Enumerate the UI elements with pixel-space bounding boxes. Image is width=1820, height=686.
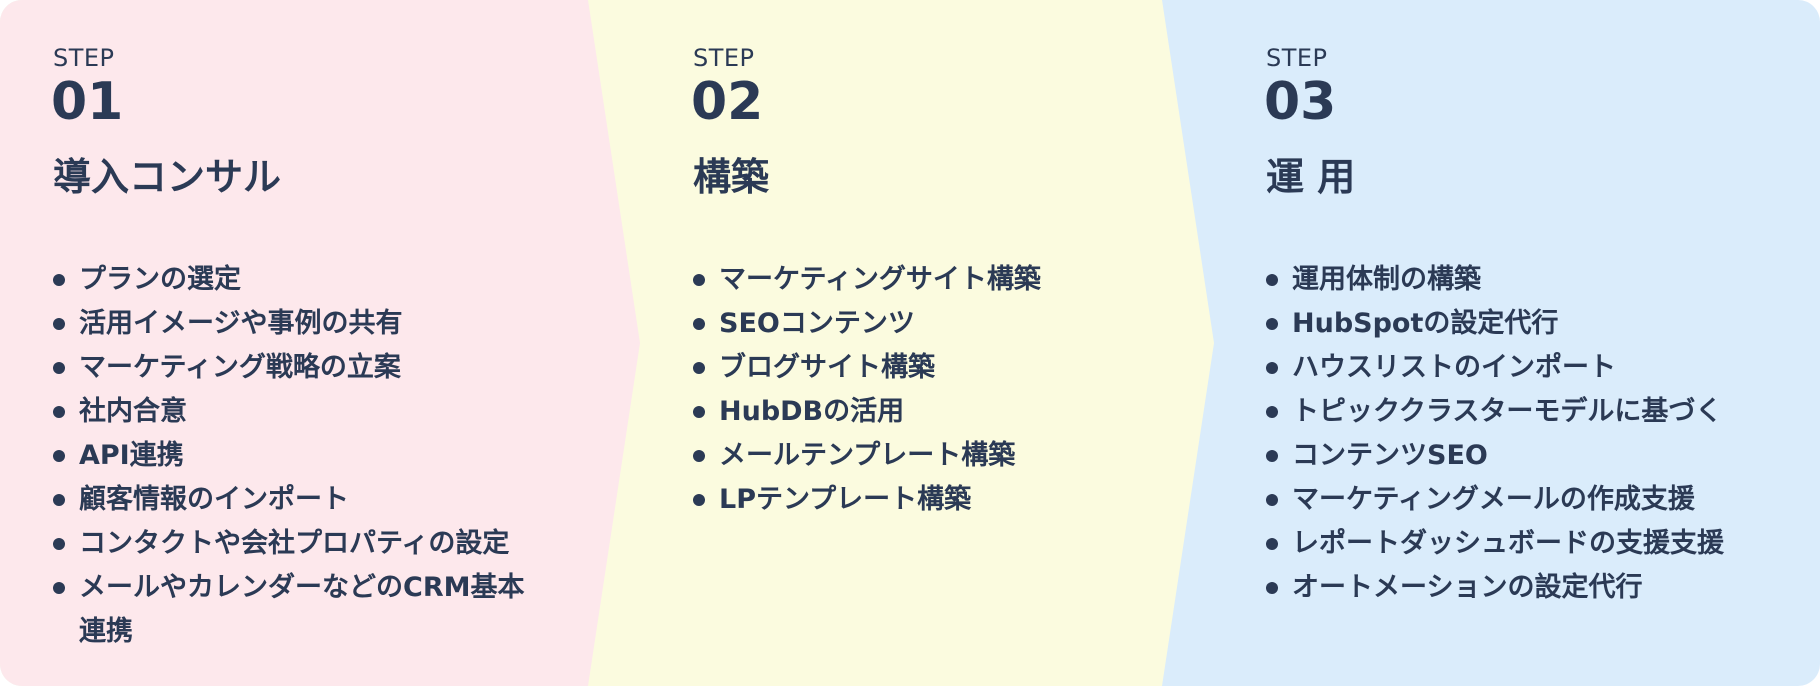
list-item: コンタクトや会社プロパティの設定 <box>53 522 549 566</box>
step-3-item-list: 運用体制の構築 HubSpotの設定代行 ハウスリストのインポート トピッククラ… <box>1266 258 1724 610</box>
list-item-text: マーケティング戦略の立案 <box>79 352 401 383</box>
list-item-text: オートメーションの設定代行 <box>1292 572 1643 603</box>
list-item-text: 運用体制の構築 <box>1292 264 1481 295</box>
bullet-icon <box>1266 406 1278 418</box>
list-item: HubDBの活用 <box>693 390 1041 434</box>
bullet-icon <box>53 318 65 330</box>
list-item-text: HubDBの活用 <box>719 396 905 427</box>
list-item-text: トピッククラスターモデルに基づく <box>1292 396 1723 427</box>
bullet-icon <box>1266 538 1278 550</box>
list-item: HubSpotの設定代行 <box>1266 302 1724 346</box>
list-item: レポートダッシュボードの支援支援 <box>1266 522 1724 566</box>
step-2-title: 構築 <box>693 155 770 199</box>
list-item-text: SEOコンテンツ <box>719 308 915 339</box>
step-2-number: 02 <box>691 72 764 132</box>
list-item-text: ハウスリストのインポート <box>1292 352 1616 383</box>
step-2-label: STEP <box>693 44 755 72</box>
list-item-text: メールテンプレート構築 <box>719 440 1016 471</box>
step-1-label: STEP <box>53 44 115 72</box>
bullet-icon <box>693 450 705 462</box>
bullet-icon <box>1266 274 1278 286</box>
list-item-text: マーケティングサイト構築 <box>719 264 1041 295</box>
list-item: マーケティングサイト構築 <box>693 258 1041 302</box>
list-item-text: ブログサイト構築 <box>719 352 935 383</box>
bullet-icon <box>53 582 65 594</box>
step-3-label: STEP <box>1266 44 1328 72</box>
list-item: 活用イメージや事例の共有 <box>53 302 549 346</box>
list-item-text: メールやカレンダーなどのCRM基本連携 <box>79 572 525 647</box>
bullet-icon <box>1266 450 1278 462</box>
list-item-text: マーケティングメールの作成支援 <box>1292 484 1695 515</box>
list-item-text: プランの選定 <box>79 264 241 295</box>
list-item: 運用体制の構築 <box>1266 258 1724 302</box>
list-item: メールやカレンダーなどのCRM基本連携 <box>53 566 549 654</box>
list-item: ハウスリストのインポート <box>1266 346 1724 390</box>
list-item-text: コンテンツSEO <box>1292 440 1488 471</box>
list-item: マーケティングメールの作成支援 <box>1266 478 1724 522</box>
step-1-item-list: プランの選定 活用イメージや事例の共有 マーケティング戦略の立案 社内合意 AP… <box>53 258 549 654</box>
list-item: SEOコンテンツ <box>693 302 1041 346</box>
list-item: オートメーションの設定代行 <box>1266 566 1724 610</box>
list-item: トピッククラスターモデルに基づく <box>1266 390 1724 434</box>
bullet-icon <box>53 274 65 286</box>
step-3-number: 03 <box>1264 72 1337 132</box>
bullet-icon <box>693 362 705 374</box>
bullet-icon <box>1266 582 1278 594</box>
bullet-icon <box>53 406 65 418</box>
list-item: マーケティング戦略の立案 <box>53 346 549 390</box>
list-item: API連携 <box>53 434 549 478</box>
list-item-text: 活用イメージや事例の共有 <box>79 308 403 339</box>
step-1-arrow-background <box>0 0 640 686</box>
list-item-text: API連携 <box>79 440 184 471</box>
step-1-title: 導入コンサル <box>53 155 282 199</box>
list-item-text: HubSpotの設定代行 <box>1292 308 1559 339</box>
list-item-text: 顧客情報のインポート <box>79 484 349 515</box>
bullet-icon <box>693 406 705 418</box>
step-3-title: 運 用 <box>1266 155 1356 199</box>
bullet-icon <box>693 494 705 506</box>
list-item-text: コンタクトや会社プロパティの設定 <box>79 528 510 559</box>
bullet-icon <box>53 494 65 506</box>
bullet-icon <box>1266 494 1278 506</box>
list-item: 顧客情報のインポート <box>53 478 549 522</box>
bullet-icon <box>693 318 705 330</box>
list-item: メールテンプレート構築 <box>693 434 1041 478</box>
list-item: 社内合意 <box>53 390 549 434</box>
list-item-text: レポートダッシュボードの支援支援 <box>1292 528 1724 559</box>
bullet-icon <box>53 538 65 550</box>
list-item: ブログサイト構築 <box>693 346 1041 390</box>
bullet-icon <box>693 274 705 286</box>
list-item: LPテンプレート構築 <box>693 478 1041 522</box>
bullet-icon <box>53 362 65 374</box>
step-1-number: 01 <box>51 72 124 132</box>
list-item: コンテンツSEO <box>1266 434 1724 478</box>
list-item: プランの選定 <box>53 258 549 302</box>
bullet-icon <box>1266 318 1278 330</box>
step-2-item-list: マーケティングサイト構築 SEOコンテンツ ブログサイト構築 HubDBの活用 … <box>693 258 1041 522</box>
list-item-text: 社内合意 <box>79 396 187 427</box>
bullet-icon <box>1266 362 1278 374</box>
list-item-text: LPテンプレート構築 <box>719 484 972 515</box>
bullet-icon <box>53 450 65 462</box>
